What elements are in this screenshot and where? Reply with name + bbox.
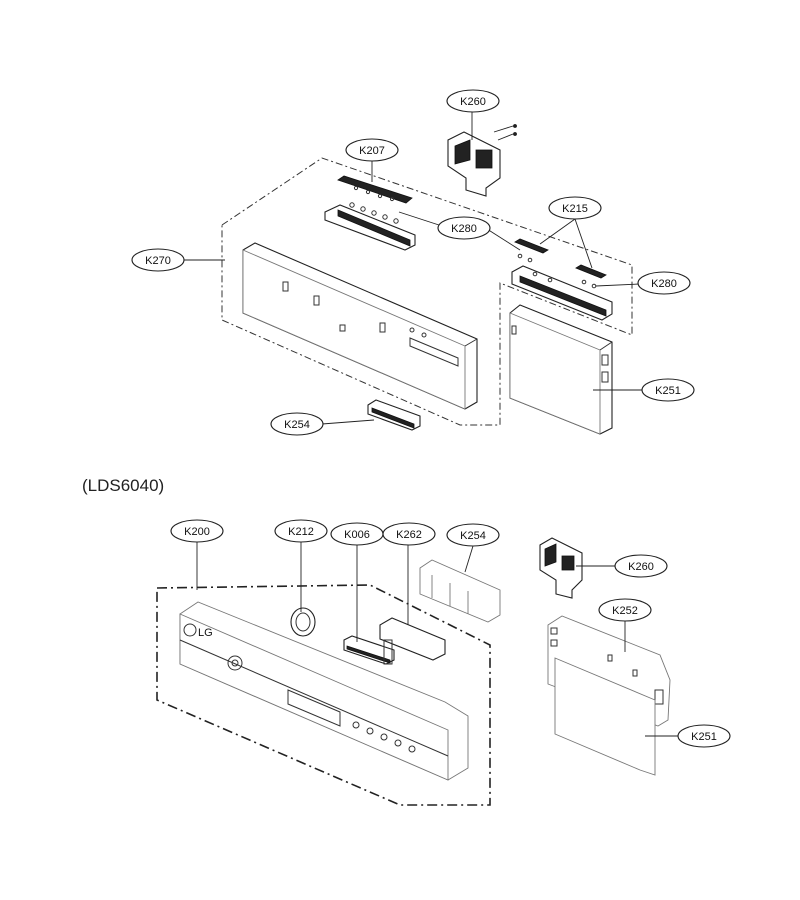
section-title: (LDS6040) [82,476,164,495]
svg-text:K207: K207 [359,145,385,157]
panel-logo: LG [198,627,213,639]
lower-assembly: LG [156,537,680,806]
svg-text:K280: K280 [451,223,477,235]
upper-assembly [182,112,643,435]
connector-part-upper [367,399,421,431]
front-panel-part: LG [179,601,469,781]
control-panel-part [242,242,478,410]
label-k006: K006 [330,522,384,546]
svg-text:K251: K251 [691,731,717,743]
knob-part [290,607,316,637]
small-button-strips-part [514,238,607,289]
door-switch-part-upper [447,124,517,197]
label-k260-bottom: K260 [614,554,668,578]
label-k212: K212 [274,519,328,543]
label-k251-top: K251 [641,378,695,402]
label-k260-top: K260 [446,89,500,113]
connector-part-lower [419,559,501,623]
label-k280-mid: K280 [437,216,491,240]
svg-text:K006: K006 [344,529,370,541]
svg-text:K254: K254 [284,419,310,431]
svg-text:K252: K252 [612,605,638,617]
svg-text:K212: K212 [288,526,314,538]
upper-assembly-boundary [221,157,633,426]
lower-holder-part [379,617,446,665]
label-k207: K207 [345,138,399,162]
lower-button-strip-part [343,635,395,665]
callout-labels: K260 K207 K215 K280 K280 K270 K251 K254 [131,89,731,748]
door-switch-part-lower [539,537,583,599]
svg-text:K251: K251 [655,385,681,397]
svg-text:K262: K262 [396,529,422,541]
label-k251-bottom: K251 [677,724,731,748]
label-k262: K262 [382,522,436,546]
svg-text:K254: K254 [460,530,486,542]
button-strip-part [337,175,413,204]
svg-text:K280: K280 [651,278,677,290]
label-k252: K252 [598,598,652,622]
svg-text:K215: K215 [562,203,588,215]
label-k254-bottom: K254 [446,523,500,547]
label-k200: K200 [170,519,224,543]
label-k280-right: K280 [637,271,691,295]
lower-assembly-boundary [156,584,491,806]
label-k254-top: K254 [270,412,324,436]
svg-text:K200: K200 [184,526,210,538]
svg-text:K270: K270 [145,255,171,267]
svg-text:K260: K260 [628,561,654,573]
button-holder-part [324,202,416,251]
pcb-part-upper [509,304,613,435]
svg-text:K260: K260 [460,96,486,108]
small-holder-part [511,265,613,321]
label-k215: K215 [548,196,602,220]
label-k270: K270 [131,248,185,272]
pcb-part-lower [554,657,656,776]
